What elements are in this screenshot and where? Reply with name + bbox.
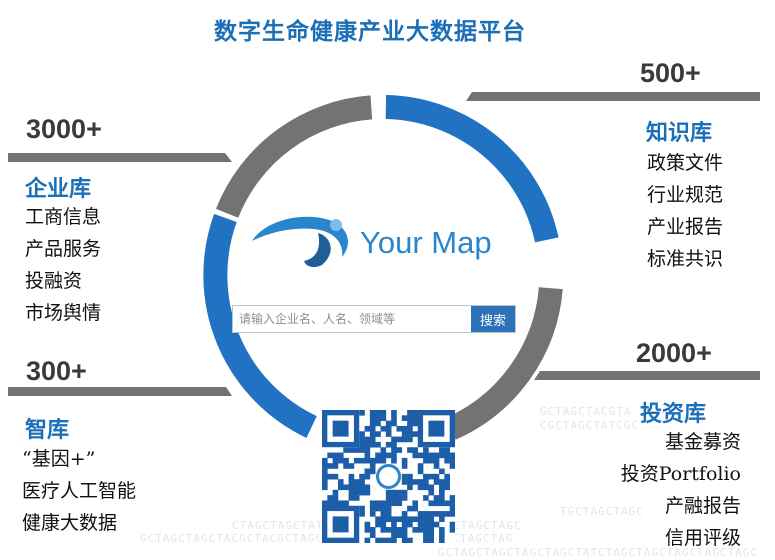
investment-item: 投资Portfolio: [620, 463, 741, 485]
knowledge-item: 政策文件: [647, 152, 724, 174]
enterprise-item: 产品服务: [25, 238, 102, 260]
think-tank-item: “基因+”: [22, 448, 96, 470]
think-tank-title: 智库: [25, 418, 70, 443]
dna-sequence-text: CGCTAGCTATCGC: [540, 419, 640, 432]
qr-code-graphic: [322, 410, 456, 544]
investment-title: 投资库: [640, 402, 707, 427]
think-tank-list: “基因+” 医疗人工智能 健康大数据: [22, 443, 136, 539]
knowledge-item: 行业规范: [647, 184, 724, 206]
enterprise-connector-bar: [8, 153, 232, 162]
knowledge-connector-bar: [466, 92, 760, 101]
logo-badge-text: 优脉通: [270, 233, 319, 251]
search-input[interactable]: [233, 306, 471, 332]
dna-sequence-text: GCTAGCTAGCTAGCTAGCTATCTAGCTAGCTAGCTAGCTA…: [438, 546, 759, 559]
ring-arc-blue-top-right: [385, 95, 559, 243]
enterprise-item: 投融资: [25, 270, 83, 292]
investment-connector-bar: [534, 371, 760, 380]
investment-list: 基金募资 投资Portfolio 产融报告 信用评级: [621, 426, 741, 554]
knowledge-item: 产业报告: [647, 216, 724, 238]
brand-swoosh-icon: [252, 216, 348, 268]
investment-item: 信用评级: [664, 527, 741, 549]
knowledge-list: 政策文件 行业规范 产业报告 标准共识: [647, 147, 723, 275]
knowledge-item: 标准共识: [647, 248, 724, 270]
investment-count: 2000+: [636, 338, 712, 368]
enterprise-item: 工商信息: [25, 206, 102, 228]
knowledge-title: 知识库: [646, 121, 713, 146]
dna-sequence-text: GCTAGCTACGTA: [540, 405, 632, 418]
ring-arc-gray-bottom-right: [445, 287, 563, 440]
think-tank-count: 300+: [26, 356, 87, 386]
qr-code-icon: [322, 410, 456, 544]
enterprise-item: 市场舆情: [25, 302, 102, 324]
dna-sequence-text: TGCTAGCTAGC: [560, 505, 644, 518]
enterprise-list: 工商信息 产品服务 投融资 市场舆情: [25, 201, 101, 329]
search-button[interactable]: 搜索: [471, 306, 515, 332]
logo-brand-text: Your Map: [360, 225, 492, 260]
investment-item: 产融报告: [664, 495, 741, 517]
ring-arc-gray-top-left: [215, 95, 373, 218]
search-bar: 搜索: [232, 305, 516, 333]
knowledge-count: 500+: [640, 58, 701, 88]
think-tank-item: 医疗人工智能: [22, 480, 137, 502]
page-title: 数字生命健康产业大数据平台: [214, 19, 526, 45]
think-tank-connector-bar: [8, 387, 232, 396]
ring-arc-blue-bottom-left: [203, 213, 317, 438]
enterprise-count: 3000+: [26, 114, 102, 144]
think-tank-item: 健康大数据: [22, 512, 118, 534]
your-map-logo: 优脉通 Your Map: [248, 205, 508, 275]
investment-item: 基金募资: [664, 431, 741, 453]
enterprise-title: 企业库: [25, 177, 92, 202]
